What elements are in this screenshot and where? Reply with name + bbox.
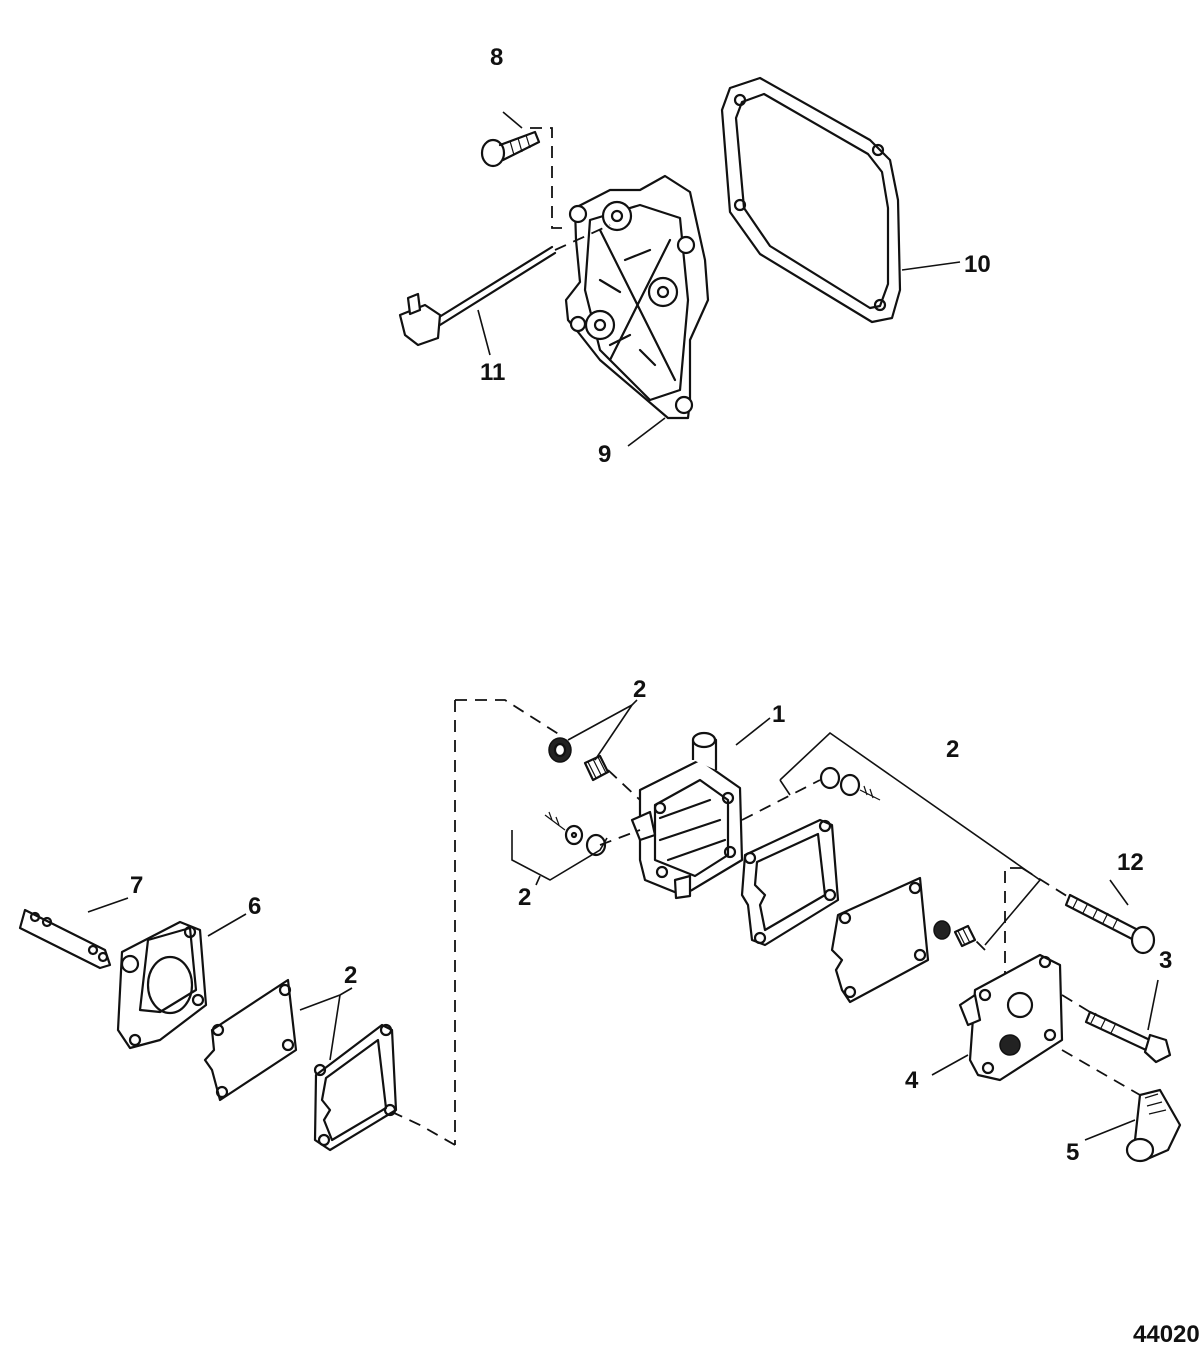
part-11-rod <box>398 245 557 347</box>
part-1-pump-body <box>630 731 744 900</box>
callout-2-left: 2 <box>344 962 357 989</box>
check-valve-upper <box>548 737 610 782</box>
part-11-dashed-path <box>554 224 611 251</box>
part-3-screw <box>1084 1010 1172 1064</box>
callout-9: 9 <box>598 441 611 468</box>
gasket-left <box>313 1023 398 1152</box>
callout-2-lower: 2 <box>518 884 531 911</box>
diaphragm-left <box>203 978 298 1102</box>
part-4-leader <box>931 1054 969 1076</box>
valve-dashed-path <box>607 769 641 801</box>
part-8-leader <box>502 111 523 129</box>
gasket-middle <box>740 818 840 947</box>
check-valve-near-cover <box>933 920 977 948</box>
callout-8: 8 <box>490 44 503 71</box>
part-3-dashed-path <box>1061 994 1091 1013</box>
main-dashed-bracket <box>391 699 561 1146</box>
part-5-fitting <box>1125 1088 1182 1163</box>
callout-2-right: 2 <box>946 736 959 763</box>
check-valve-right <box>819 766 881 801</box>
part-3-leader <box>1147 979 1159 1031</box>
part-2-leader-top <box>567 699 638 761</box>
part-6-housing <box>116 920 208 1050</box>
part-2-leader-left <box>299 987 353 1061</box>
part-1-leader <box>735 717 771 746</box>
part-5-dashed-path <box>1061 1049 1141 1096</box>
callout-10: 10 <box>964 251 991 278</box>
part-7-leader <box>87 897 129 913</box>
part-7-link <box>18 908 112 970</box>
part-9-plate <box>564 174 710 420</box>
part-11-leader <box>477 309 491 356</box>
callout-1: 1 <box>772 701 785 728</box>
part-9-leader <box>627 417 666 447</box>
part-4-cover <box>958 953 1064 1082</box>
part-8-screw <box>480 130 541 168</box>
callout-5: 5 <box>1066 1139 1079 1166</box>
right-valve-dashed <box>741 779 821 821</box>
part-5-leader <box>1084 1119 1136 1141</box>
part-12-dashed-path <box>1021 867 1071 899</box>
cover-dashed-bracket <box>974 867 1022 975</box>
callout-12: 12 <box>1117 849 1144 876</box>
part-10-gasket <box>720 76 902 324</box>
part-6-leader <box>207 913 247 937</box>
part-12-leader <box>1109 879 1129 906</box>
callout-7: 7 <box>130 872 143 899</box>
part-10-leader <box>901 261 961 271</box>
check-valve-lower <box>544 811 607 857</box>
part-12-screw <box>1064 893 1156 955</box>
diaphragm-middle <box>830 876 930 1004</box>
figure-number: 44020 <box>1133 1321 1200 1348</box>
callout-6: 6 <box>248 893 261 920</box>
valve-lower-dashed <box>599 829 641 846</box>
callout-3: 3 <box>1159 947 1172 974</box>
part-8-dashed-path <box>530 127 567 229</box>
part-2-bracket-right <box>779 731 1042 946</box>
callout-2-top: 2 <box>633 676 646 703</box>
part-2-bracket-lower <box>511 830 608 886</box>
callout-4: 4 <box>905 1067 919 1094</box>
callout-11: 11 <box>480 359 505 386</box>
